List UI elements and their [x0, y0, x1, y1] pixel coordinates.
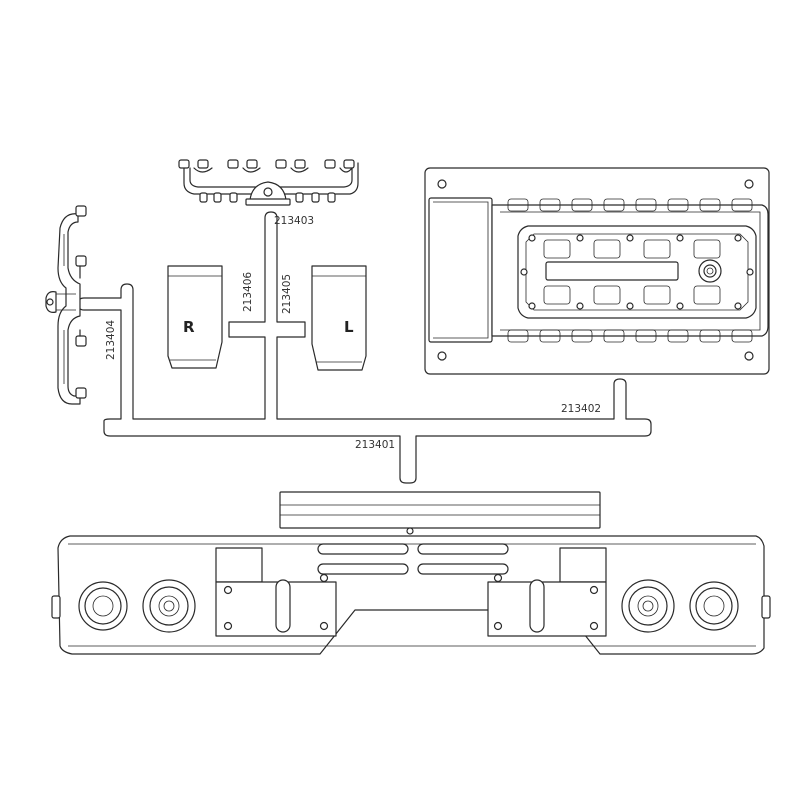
part-213405-panel-left	[311, 265, 367, 371]
part-213401-bumper	[51, 491, 771, 655]
part-213406-panel-right	[167, 265, 223, 369]
label-213402: 213402	[561, 403, 601, 415]
label-213405: 213405	[281, 274, 293, 314]
marker-left: L	[344, 318, 354, 336]
label-213406: 213406	[242, 272, 254, 312]
marker-right: R	[183, 318, 195, 336]
part-213402-valve-cover	[424, 167, 770, 375]
label-213401: 213401	[355, 439, 395, 451]
label-213404: 213404	[105, 320, 117, 360]
part-213404-side-pipe	[45, 205, 87, 405]
part-213403-manifold	[178, 159, 359, 206]
label-213403: 213403	[274, 215, 314, 227]
